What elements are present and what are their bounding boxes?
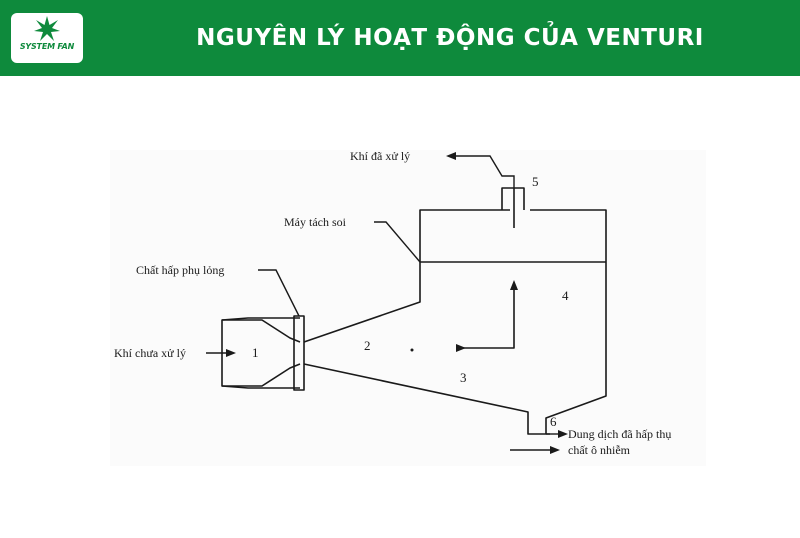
logo-wordmark: SYSTEM FAN [19,42,75,51]
outlet-arrow-line [450,155,515,188]
absorbent-leader-line [258,269,300,317]
venturi-schematic: Khí đã xử lý Máy tách soi Chất hấp phụ l… [114,150,671,457]
liquid-injection-nozzle [293,315,305,391]
header-bar: SYSTEM FAN NGUYÊN LÝ HOẠT ĐỘNG CỦA VENTU… [0,0,800,76]
number-4: 4 [562,288,569,303]
venturi-diagram: Khí đã xử lý Máy tách soi Chất hấp phụ l… [110,150,706,466]
star-burst-icon [34,16,60,41]
number-3: 3 [460,370,467,385]
separator-chamber [530,209,607,434]
separator-leader-line [374,221,421,263]
diffuser-lower-wall [303,363,550,435]
label-liquid-absorbent: Chất hấp phụ lỏng [136,263,224,277]
brand-logo[interactable]: SYSTEM FAN [11,13,83,63]
internal-flow-line [462,286,515,349]
label-absorbed-solution-2: chất ô nhiễm [568,443,631,457]
label-separator: Máy tách soi [284,215,347,229]
number-5: 5 [532,174,539,189]
label-absorbed-solution-1: Dung dịch đã hấp thụ [568,427,671,441]
number-2: 2 [364,338,371,353]
number-6: 6 [550,414,557,429]
number-1: 1 [252,345,259,360]
label-untreated-gas: Khí chưa xử lý [114,346,186,360]
page-title: NGUYÊN LÝ HOẠT ĐỘNG CỦA VENTURI [196,25,704,51]
treated-gas-outlet [501,187,525,210]
label-treated-gas: Khí đã xử lý [350,150,410,163]
diffuser-upper-wall [303,209,510,343]
